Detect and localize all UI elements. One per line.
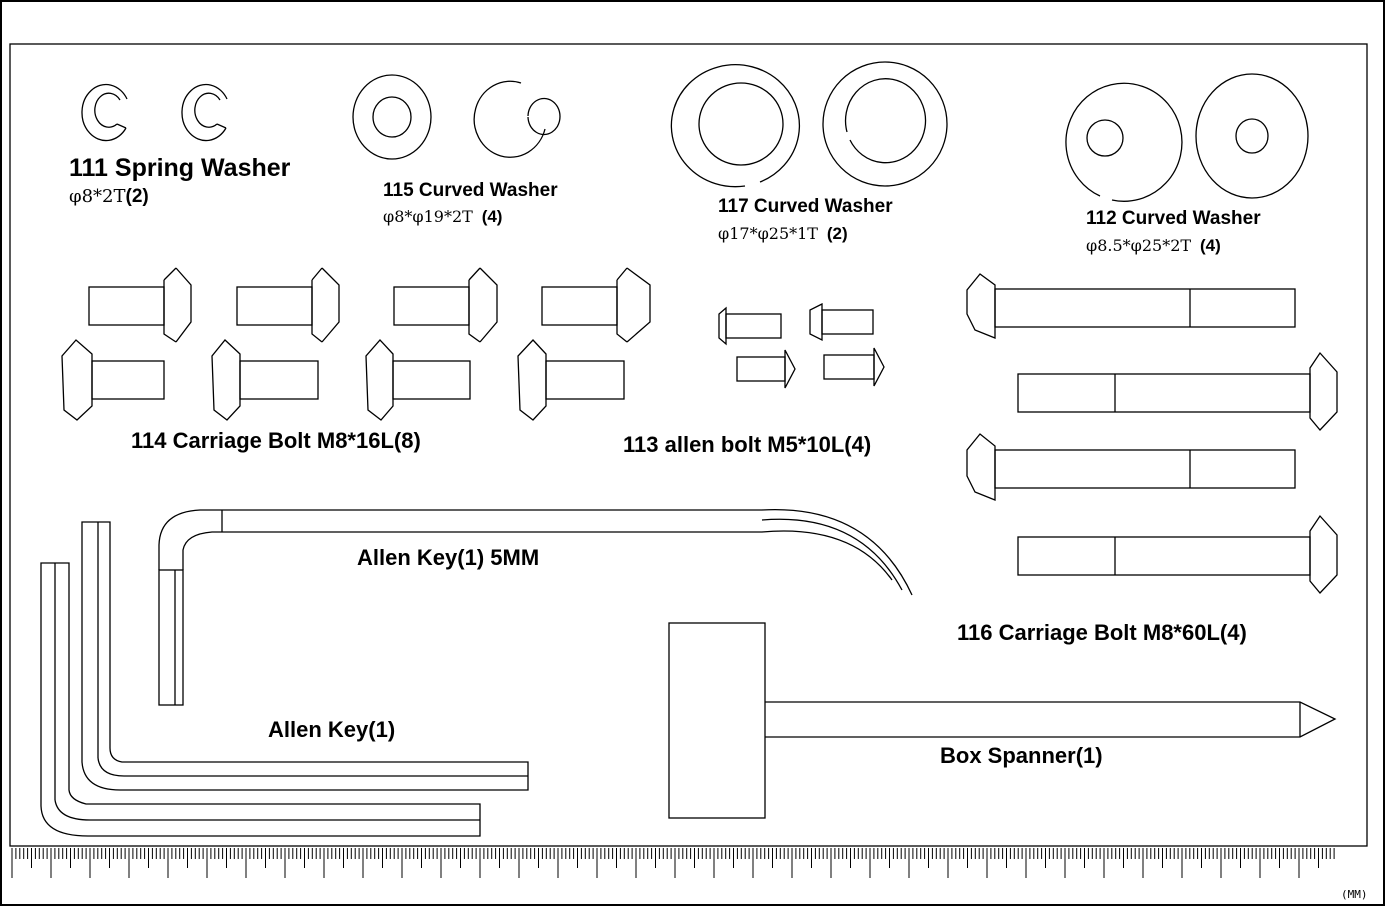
part-117-spec: φ17*φ25*1T	[718, 224, 818, 243]
part-111-spec: φ8*2T	[69, 186, 126, 207]
part-112-count: (4)	[1199, 236, 1221, 255]
allen-key-l	[40, 521, 529, 837]
part-115-spec: φ8*φ19*2T	[383, 207, 473, 226]
carriage-bolt-116	[966, 273, 1338, 594]
allen-bolt-113	[718, 302, 885, 389]
ruler-unit: (MM)	[1341, 888, 1368, 901]
part-112-title: 112 Curved Washer	[1086, 208, 1261, 229]
curved-washer-115	[352, 74, 561, 160]
part-117-spec-line: φ17*φ25*1T (2)	[718, 224, 848, 244]
part-114-title: 114 Carriage Bolt M8*16L(8)	[131, 428, 421, 453]
allen-key-5mm	[158, 508, 913, 706]
part-112-spec: φ8.5*φ25*2T	[1086, 236, 1192, 255]
part-115-count: (4)	[481, 207, 503, 226]
allen-key-5mm-title: Allen Key(1) 5MM	[357, 545, 540, 570]
allen-key-title: Allen Key(1)	[268, 717, 396, 742]
part-111-count: (2)	[125, 186, 149, 207]
part-117-count: (2)	[826, 224, 848, 243]
part-112-spec-line: φ8.5*φ25*2T (4)	[1086, 236, 1221, 256]
spring-washer-111	[81, 83, 228, 142]
box-spanner	[668, 622, 1337, 819]
part-115-title: 115 Curved Washer	[383, 180, 558, 201]
part-111-spec-line: φ8*2T(2)	[69, 186, 149, 208]
part-113-title: 113 allen bolt M5*10L(4)	[623, 432, 872, 457]
part-116-title: 116 Carriage Bolt M8*60L(4)	[957, 620, 1247, 645]
ruler	[11, 848, 1335, 878]
inner-frame	[9, 43, 1368, 847]
box-spanner-title: Box Spanner(1)	[940, 743, 1103, 768]
part-115-spec-line: φ8*φ19*2T (4)	[383, 207, 502, 227]
carriage-bolt-114	[61, 267, 651, 421]
curved-washer-117	[670, 61, 948, 188]
curved-washer-112	[1065, 73, 1309, 202]
part-117-title: 117 Curved Washer	[718, 196, 893, 217]
part-111-title: 111 Spring Washer	[69, 154, 291, 182]
